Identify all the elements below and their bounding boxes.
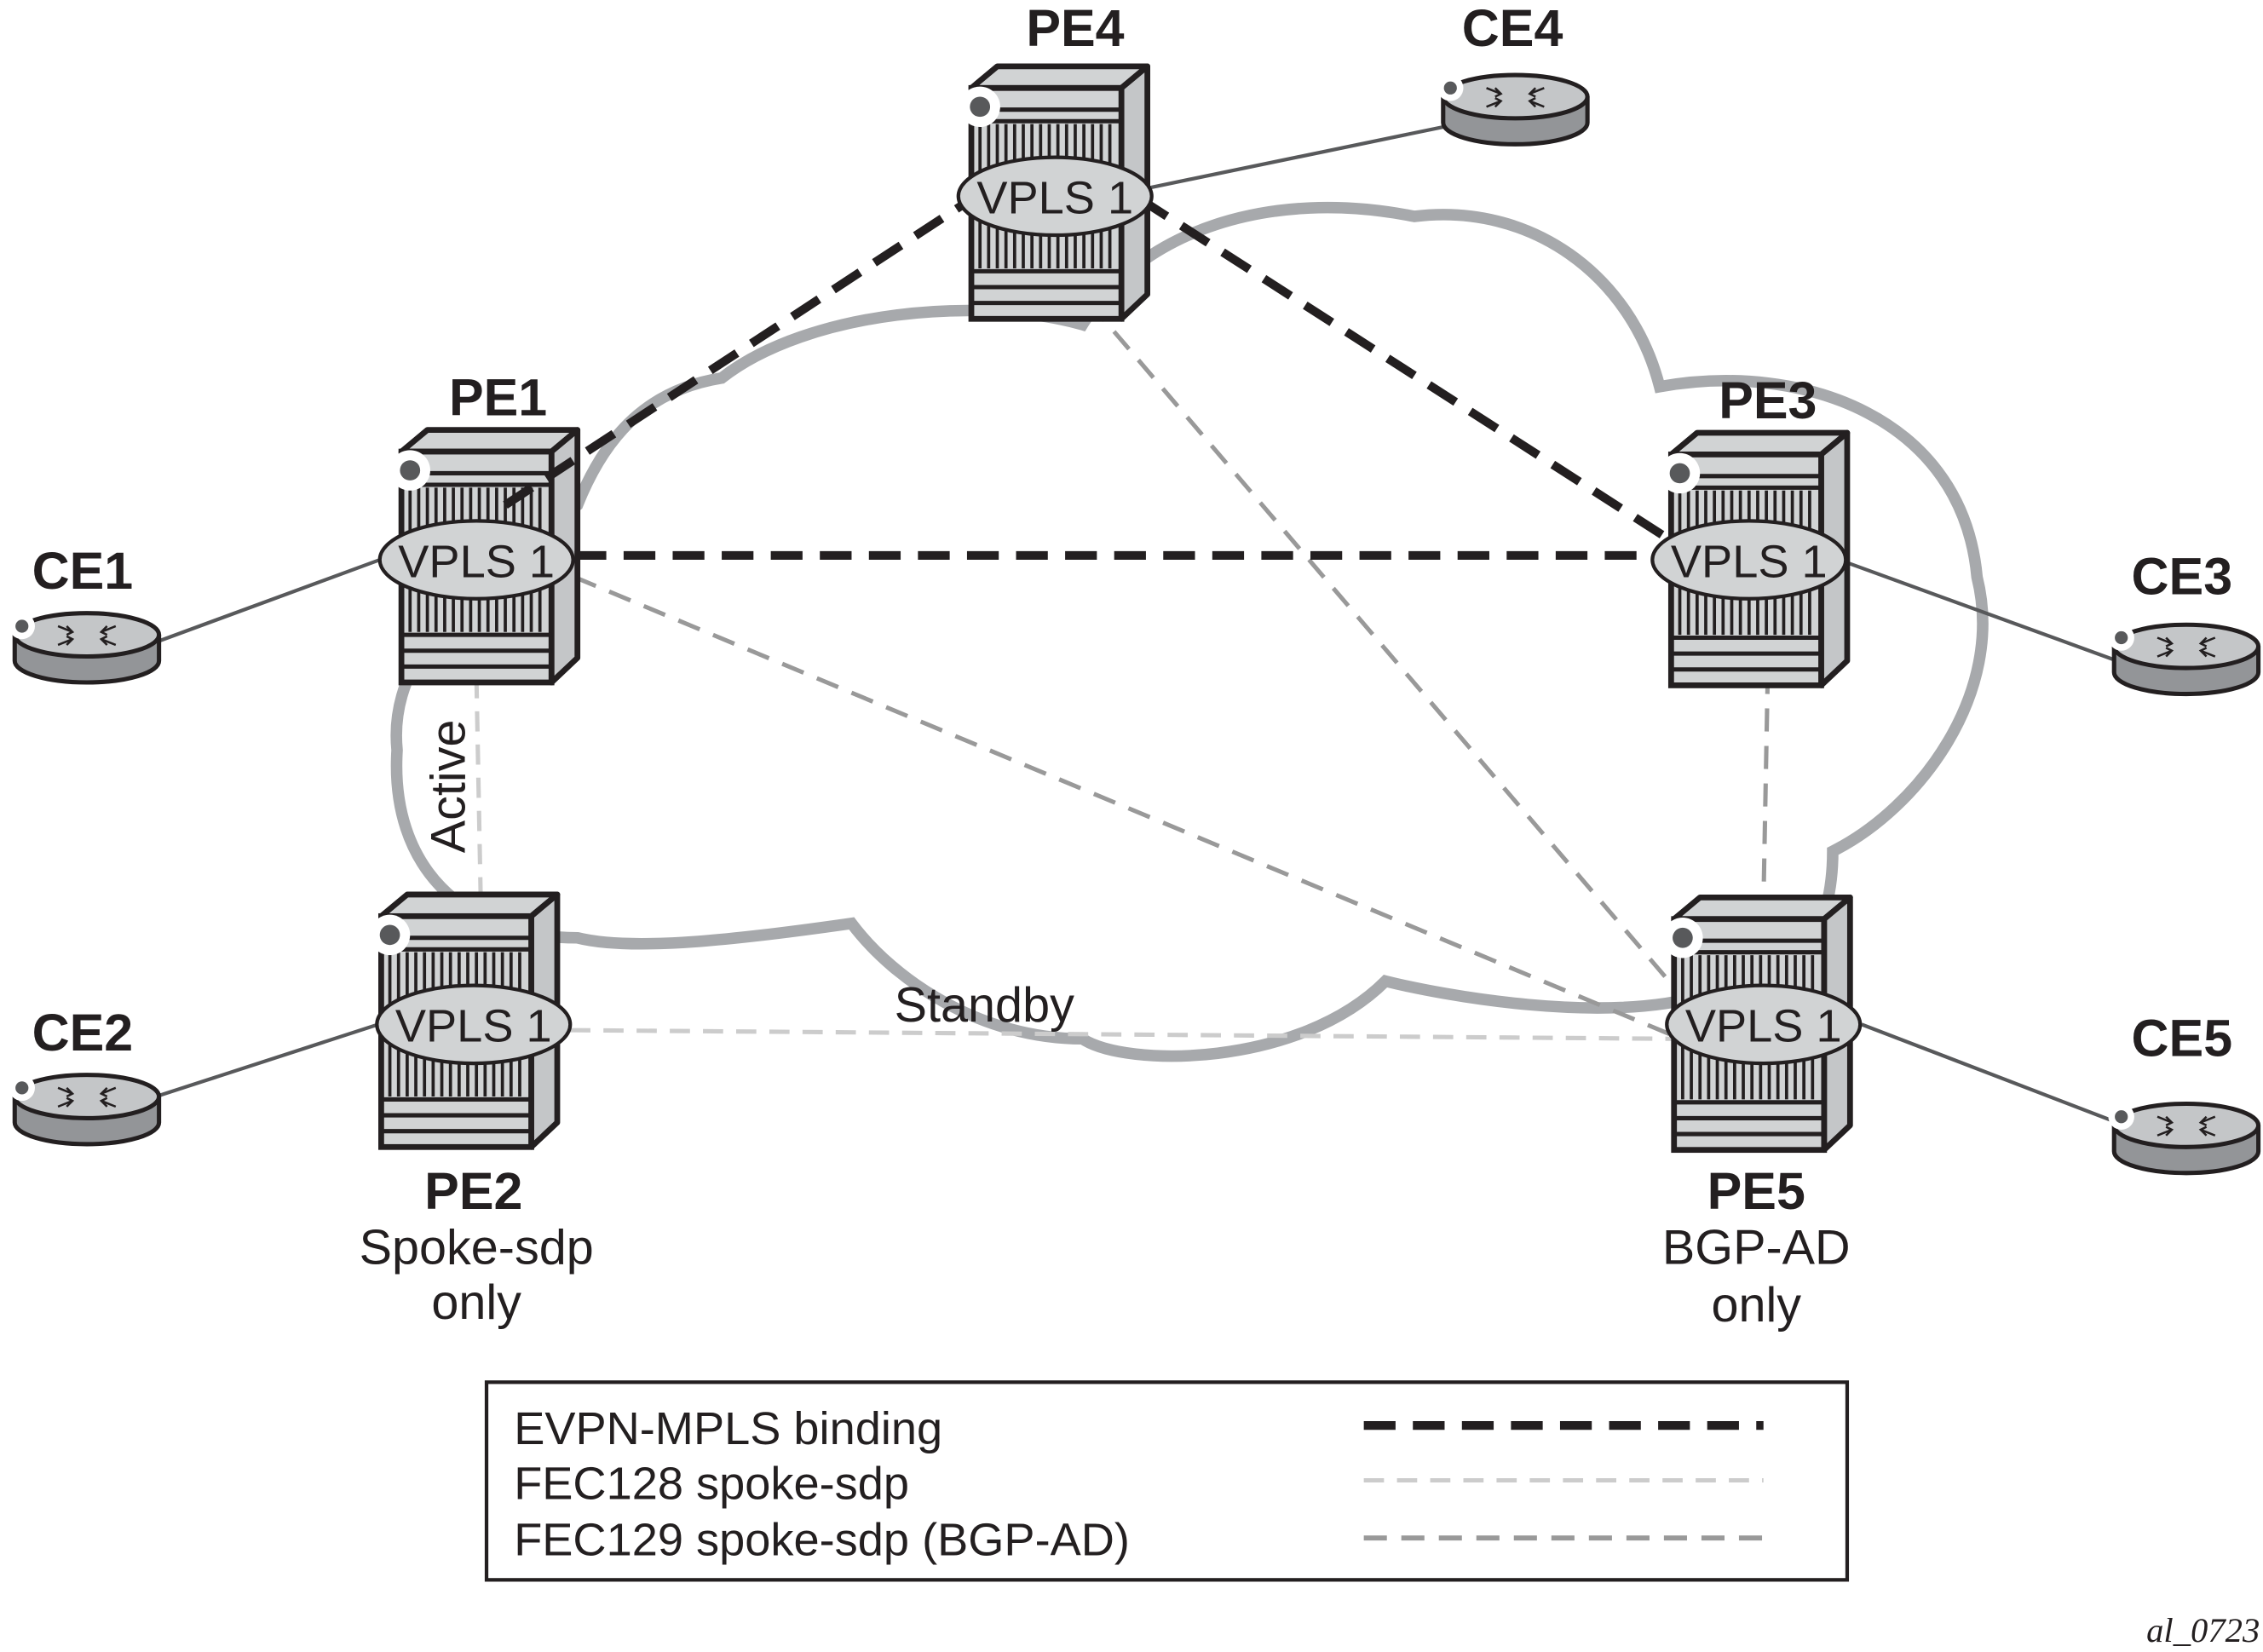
active-label: Active [422, 720, 476, 854]
ce4-router[interactable] [1437, 75, 1587, 144]
pe5-note-line1: BGP-AD [1662, 1220, 1851, 1275]
pe5-label: PE5 [1707, 1162, 1805, 1220]
pe5-vpls-instance [1665, 983, 1863, 1066]
access-links [155, 124, 2118, 1125]
pe4-vpls-label: VPLS 1 [976, 173, 1133, 224]
ce1-label: CE1 [32, 542, 134, 600]
pe3-vpls-label: VPLS 1 [1671, 536, 1828, 587]
link-ce4-pe4 [1149, 124, 1444, 190]
link-ce1-pe1 [155, 558, 381, 644]
pe4-label: PE4 [1026, 0, 1124, 57]
pe1-label: PE1 [449, 369, 547, 427]
fec129-pe1-pe5 [573, 575, 1675, 1039]
evpn-pe4-pe3 [1137, 195, 1677, 547]
legend-label-evpn: EVPN-MPLS binding [514, 1403, 942, 1454]
ce4-label: CE4 [1462, 0, 1563, 57]
legend: EVPN-MPLS binding FEC128 spoke-sdp FEC12… [484, 1380, 1850, 1582]
pe1-vpls-label: VPLS 1 [398, 536, 555, 587]
pe5-vpls-label: VPLS 1 [1685, 1001, 1842, 1052]
figure-id: al_0723 [2146, 1611, 2260, 1649]
pe2-vpls-instance [375, 983, 573, 1066]
pe3-label: PE3 [1719, 371, 1817, 429]
fec129-pe3-pe5 [1761, 671, 1771, 902]
pe2-label: PE2 [424, 1162, 522, 1220]
pe4-vpls-instance [956, 155, 1154, 238]
ce5-label: CE5 [2132, 1010, 2233, 1068]
ce5-router[interactable] [2108, 1103, 2258, 1172]
link-ce5-pe5 [1861, 1022, 2118, 1125]
fec129-pe4-pe5 [1087, 301, 1684, 998]
pe3-vpls-instance [1650, 519, 1848, 601]
ce2-router[interactable] [9, 1075, 158, 1144]
link-ce3-pe3 [1846, 561, 2118, 663]
evpn-pe1-pe4 [503, 198, 970, 509]
pe5-note-line2: only [1711, 1278, 1801, 1333]
ce3-label: CE3 [2132, 548, 2233, 606]
ce3-router[interactable] [2108, 625, 2258, 694]
legend-label-fec128: FEC128 spoke-sdp [514, 1458, 909, 1509]
fec128-pe2-pe5-standby [570, 1027, 1674, 1041]
link-ce2-pe2 [155, 1022, 379, 1099]
fec128-pe1-pe2-active [474, 677, 483, 902]
pe2-note-line2: only [431, 1275, 521, 1330]
pe2-vpls-label: VPLS 1 [395, 1001, 552, 1052]
standby-label: Standby [895, 978, 1074, 1033]
pe2-note-line1: Spoke-sdp [360, 1220, 594, 1275]
legend-label-fec129: FEC129 spoke-sdp (BGP-AD) [514, 1515, 1130, 1566]
ce1-router[interactable] [9, 613, 158, 682]
pe1-vpls-instance [377, 519, 575, 601]
ce2-label: CE2 [32, 1004, 134, 1062]
